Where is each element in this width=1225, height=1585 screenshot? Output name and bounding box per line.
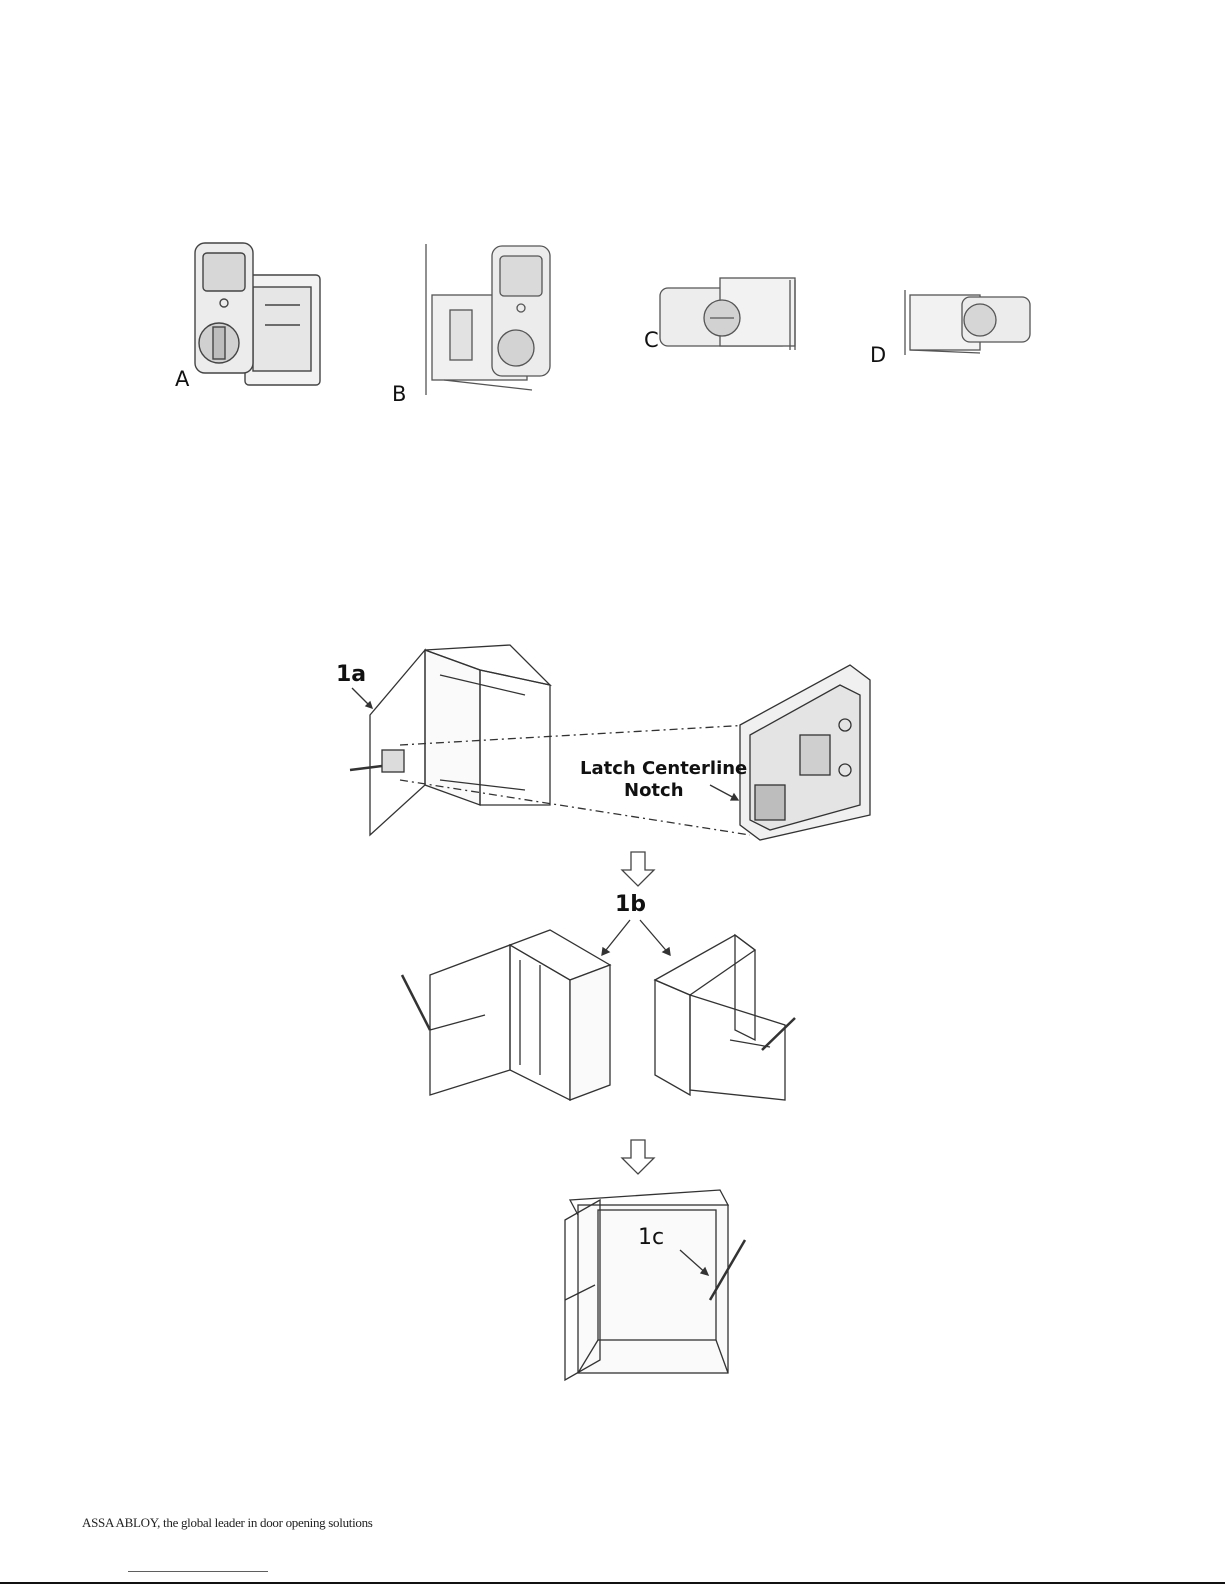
footer-link-underline[interactable] xyxy=(128,1571,268,1572)
variant-a-figure: A xyxy=(175,235,335,405)
footer-divider xyxy=(0,1582,1225,1584)
step-1b-drawing xyxy=(390,890,810,1110)
variant-label: C xyxy=(644,328,659,352)
variant-label: D xyxy=(870,343,886,367)
variant-c-drawing xyxy=(640,270,810,360)
variant-label: A xyxy=(175,367,189,391)
step-1a-drawing xyxy=(330,640,890,870)
step-1a-figure: 1a Latch Centerline Notch xyxy=(330,640,890,870)
variant-a-drawing xyxy=(175,235,335,405)
variant-label: B xyxy=(392,382,406,406)
variant-d-figure: D xyxy=(870,285,1040,365)
down-arrow-icon xyxy=(618,1138,658,1178)
step-1c-figure: 1c xyxy=(560,1180,760,1385)
step-1a-label: 1a xyxy=(336,662,366,687)
footer-tagline: ASSA ABLOY, the global leader in door op… xyxy=(82,1515,373,1531)
down-arrow-icon xyxy=(618,850,658,890)
latch-centerline-label: Latch Centerline xyxy=(580,758,747,779)
step-1b-figure: 1b xyxy=(390,890,810,1110)
variant-b-drawing xyxy=(392,240,562,410)
variant-b-figure: B xyxy=(392,240,562,410)
step-1c-drawing xyxy=(560,1180,760,1385)
variant-d-drawing xyxy=(870,285,1040,365)
variant-c-figure: C xyxy=(640,270,810,360)
step-1c-label: 1c xyxy=(638,1225,664,1250)
step-1b-label: 1b xyxy=(615,892,646,917)
latch-notch-label: Notch xyxy=(624,780,684,801)
